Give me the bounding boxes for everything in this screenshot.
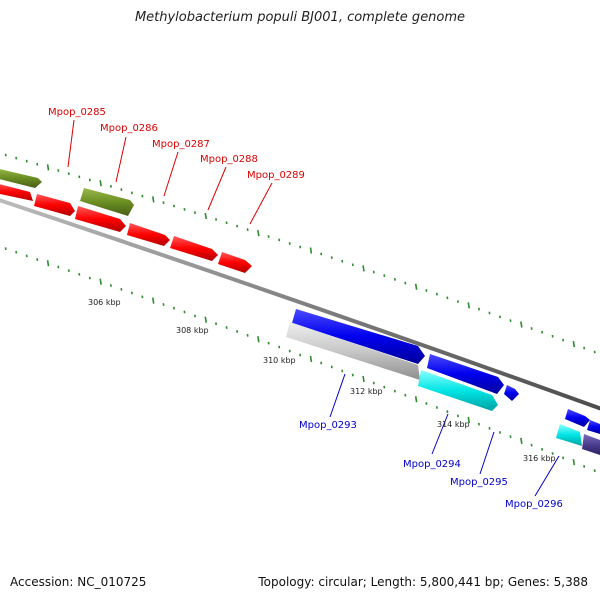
- tick-dot: [520, 321, 523, 328]
- gene-arrow-blue[interactable]: [292, 309, 425, 364]
- gene-arrow-blue[interactable]: [565, 409, 590, 427]
- tick-dot: [204, 316, 207, 323]
- tick-label: 306 kbp: [88, 298, 121, 307]
- genome-title: Methylobacterium populi BJ001, complete …: [134, 10, 466, 25]
- gene-arrow-red[interactable]: [75, 206, 126, 232]
- gene-arrow-cyan[interactable]: [556, 424, 582, 446]
- tick-dot: [152, 196, 155, 203]
- gene-label[interactable]: Mpop_0296: [505, 499, 563, 510]
- tick-dot: [99, 180, 102, 187]
- gene-arrow-red[interactable]: [34, 194, 75, 216]
- gene-labels: Mpop_0285 Mpop_0286 Mpop_0287 Mpop_0288 …: [48, 107, 563, 510]
- tick-dot: [257, 229, 260, 237]
- gene-label[interactable]: Mpop_0295: [450, 477, 508, 488]
- gene-arrow-red[interactable]: [170, 236, 218, 261]
- gene-arrow-red[interactable]: [127, 223, 170, 246]
- tick-label: 316 kbp: [523, 454, 556, 463]
- tick-dot: [414, 283, 418, 290]
- gene-arrow-gray[interactable]: [286, 322, 420, 380]
- tick-dot: [572, 458, 576, 466]
- forward-strand-genes: [0, 168, 600, 455]
- gene-label[interactable]: Mpop_0286: [100, 123, 158, 134]
- tick-label: 312 kbp: [350, 387, 383, 396]
- tick-dot: [309, 355, 313, 363]
- tick-label: 308 kbp: [176, 326, 209, 335]
- tick-dot: [99, 278, 102, 285]
- outer-tick-dots: [4, 153, 596, 354]
- accession-text: Accession: NC_010725: [10, 575, 147, 589]
- gene-arrow-blue[interactable]: [427, 354, 504, 394]
- inner-tick-dots: [4, 247, 596, 473]
- tick-dot: [46, 164, 50, 171]
- gene-label[interactable]: Mpop_0285: [48, 107, 106, 118]
- tick-dot: [152, 297, 155, 304]
- gene-label[interactable]: Mpop_0293: [299, 420, 357, 431]
- gene-label[interactable]: Mpop_0287: [152, 139, 210, 150]
- gene-arrow-red[interactable]: [0, 183, 33, 201]
- gene-arrow-blue[interactable]: [587, 420, 600, 434]
- gene-arrow-slate[interactable]: [582, 434, 600, 455]
- tick-dot: [520, 437, 523, 445]
- topology-text: Topology: circular; Length: 5,800,441 bp…: [258, 575, 588, 589]
- kbp-tick-labels: 306 kbp 308 kbp 310 kbp 312 kbp 314 kbp …: [88, 298, 556, 463]
- gene-arrow-blue[interactable]: [504, 385, 519, 401]
- gene-arrow-olive[interactable]: [80, 188, 134, 216]
- tick-dot: [467, 416, 470, 424]
- tick-dot: [309, 247, 313, 254]
- gene-arrow-olive[interactable]: [0, 168, 42, 188]
- gene-arrow-red[interactable]: [218, 252, 252, 273]
- tick-dot: [414, 396, 418, 403]
- gene-label[interactable]: Mpop_0294: [403, 459, 461, 470]
- tick-label: 314 kbp: [437, 420, 470, 429]
- tick-dot: [46, 260, 50, 267]
- genome-backbone: [0, 198, 600, 411]
- gene-label[interactable]: Mpop_0289: [247, 170, 305, 181]
- tick-dot: [204, 212, 207, 220]
- tick-dot: [257, 336, 260, 343]
- tick-dot: [572, 340, 576, 348]
- tick-dot: [362, 375, 365, 383]
- tick-dot: [362, 265, 365, 272]
- gene-arrow-cyan[interactable]: [418, 370, 498, 411]
- gene-label[interactable]: Mpop_0288: [200, 154, 258, 165]
- tick-dot: [467, 302, 470, 309]
- tick-label: 310 kbp: [263, 356, 296, 365]
- gene-label-leaders: [67, 119, 560, 497]
